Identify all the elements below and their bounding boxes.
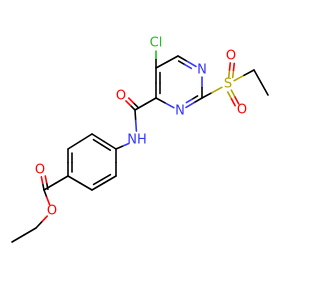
bond-ca-nh-half-2 <box>134 119 138 132</box>
bond-b4-b5-half-2 <box>79 182 93 191</box>
bond-c5-c6-half-2 <box>166 55 179 63</box>
bond-b1-b2-half-2 <box>91 133 105 143</box>
bond-b5-b6-inner-half-2 <box>101 173 112 181</box>
bond-ca-nh-half-1 <box>134 109 137 122</box>
bond-b4-ce-half-1 <box>55 175 69 184</box>
bond-c6-n1-half-1 <box>177 55 188 63</box>
bond-ce-oc-second-half-2 <box>44 175 48 184</box>
bond-b2-b3-half-1 <box>79 133 93 143</box>
bond-cm-cmm-half-2 <box>11 234 25 243</box>
bond-n3-c4-half-2 <box>155 97 166 104</box>
bond-layer <box>11 50 269 243</box>
bond-ce1-ce2-half-1 <box>253 69 262 84</box>
bond-c4-ca-half-2 <box>134 103 147 111</box>
bond-oe-cm-half-2 <box>35 221 43 229</box>
bond-b5-b6-half-1 <box>91 182 105 191</box>
bond-s-ce1-half-2 <box>243 69 255 77</box>
bond-b1-b2-inner-half-2 <box>92 138 103 146</box>
bond-ce-oc-half-2 <box>40 176 44 185</box>
bond-b1-b2-inner-half-1 <box>101 144 112 151</box>
bond-ce-oc-second-half-1 <box>45 181 49 191</box>
bond-b5-b6-half-2 <box>103 175 117 184</box>
bond-s-os2-second-half-2 <box>230 98 236 107</box>
atom-label-n1: N <box>197 63 207 78</box>
bond-ca-oa-half-2 <box>125 100 132 107</box>
bond-b2-b3-half-2 <box>67 140 81 150</box>
bond-ce-oe-half-2 <box>45 196 51 206</box>
atom-label-s: S <box>224 77 232 92</box>
bond-s-os1-half-1 <box>227 69 231 78</box>
atom-label-os1: O <box>226 49 236 64</box>
bond-b4-b5-half-1 <box>67 175 81 184</box>
atom-label-oa: O <box>116 89 126 104</box>
bond-c2-n3-inner-half-1 <box>191 95 199 101</box>
bond-s-os2-half-2 <box>234 96 240 105</box>
atom-label-oc: O <box>35 163 45 178</box>
bond-s-os1-half-2 <box>228 62 232 71</box>
bond-b5-b6-inner-half-1 <box>92 178 103 186</box>
bond-s-ce1-half-1 <box>233 74 245 82</box>
bond-c4-ca-half-1 <box>144 97 157 105</box>
bond-b4-ce-half-2 <box>43 182 57 191</box>
bond-s-os1-second-half-1 <box>231 69 235 79</box>
bond-ca-oa-second-half-2 <box>127 97 135 104</box>
bond-c2-s-half-1 <box>201 91 213 99</box>
bond-nh-b1-half-1 <box>121 142 130 148</box>
atom-label-nh: NH <box>127 133 147 148</box>
bond-c2-s-half-2 <box>211 86 223 94</box>
bond-c6-n1-inner-half-2 <box>184 63 193 70</box>
atom-label-n3: N <box>175 104 185 119</box>
bond-ce-oc-half-1 <box>41 182 45 191</box>
bond-c2-n3-half-2 <box>185 101 195 109</box>
atom-label-cl: Cl <box>150 36 163 51</box>
bond-cm-cmm-half-1 <box>23 227 37 236</box>
bond-nh-b1-half-2 <box>115 145 124 150</box>
bond-ce-oe-half-1 <box>43 189 48 199</box>
bond-ca-oa-half-1 <box>129 104 136 111</box>
bond-c2-n3-half-1 <box>193 97 203 104</box>
bond-n3-c4-half-1 <box>164 102 175 109</box>
bond-b1-b2-half-1 <box>103 140 117 150</box>
bond-s-os1-second-half-2 <box>232 62 236 72</box>
bond-c5-c6-half-1 <box>155 61 168 69</box>
diagram-background <box>0 0 300 300</box>
bond-s-os2-half-1 <box>230 89 236 98</box>
bond-ca-oa-second-half-1 <box>132 101 139 108</box>
atom-label-oe: O <box>47 204 57 219</box>
bond-c2-n3-inner-half-2 <box>185 98 193 104</box>
bond-c6-n1-half-2 <box>186 60 197 68</box>
bond-s-os2-second-half-1 <box>226 91 233 100</box>
bond-c6-n1-inner-half-1 <box>177 60 186 66</box>
atom-label-os2: O <box>237 103 247 118</box>
bond-oe-cm-half-1 <box>40 215 49 223</box>
bond-ce1-ce2-half-2 <box>260 81 269 96</box>
